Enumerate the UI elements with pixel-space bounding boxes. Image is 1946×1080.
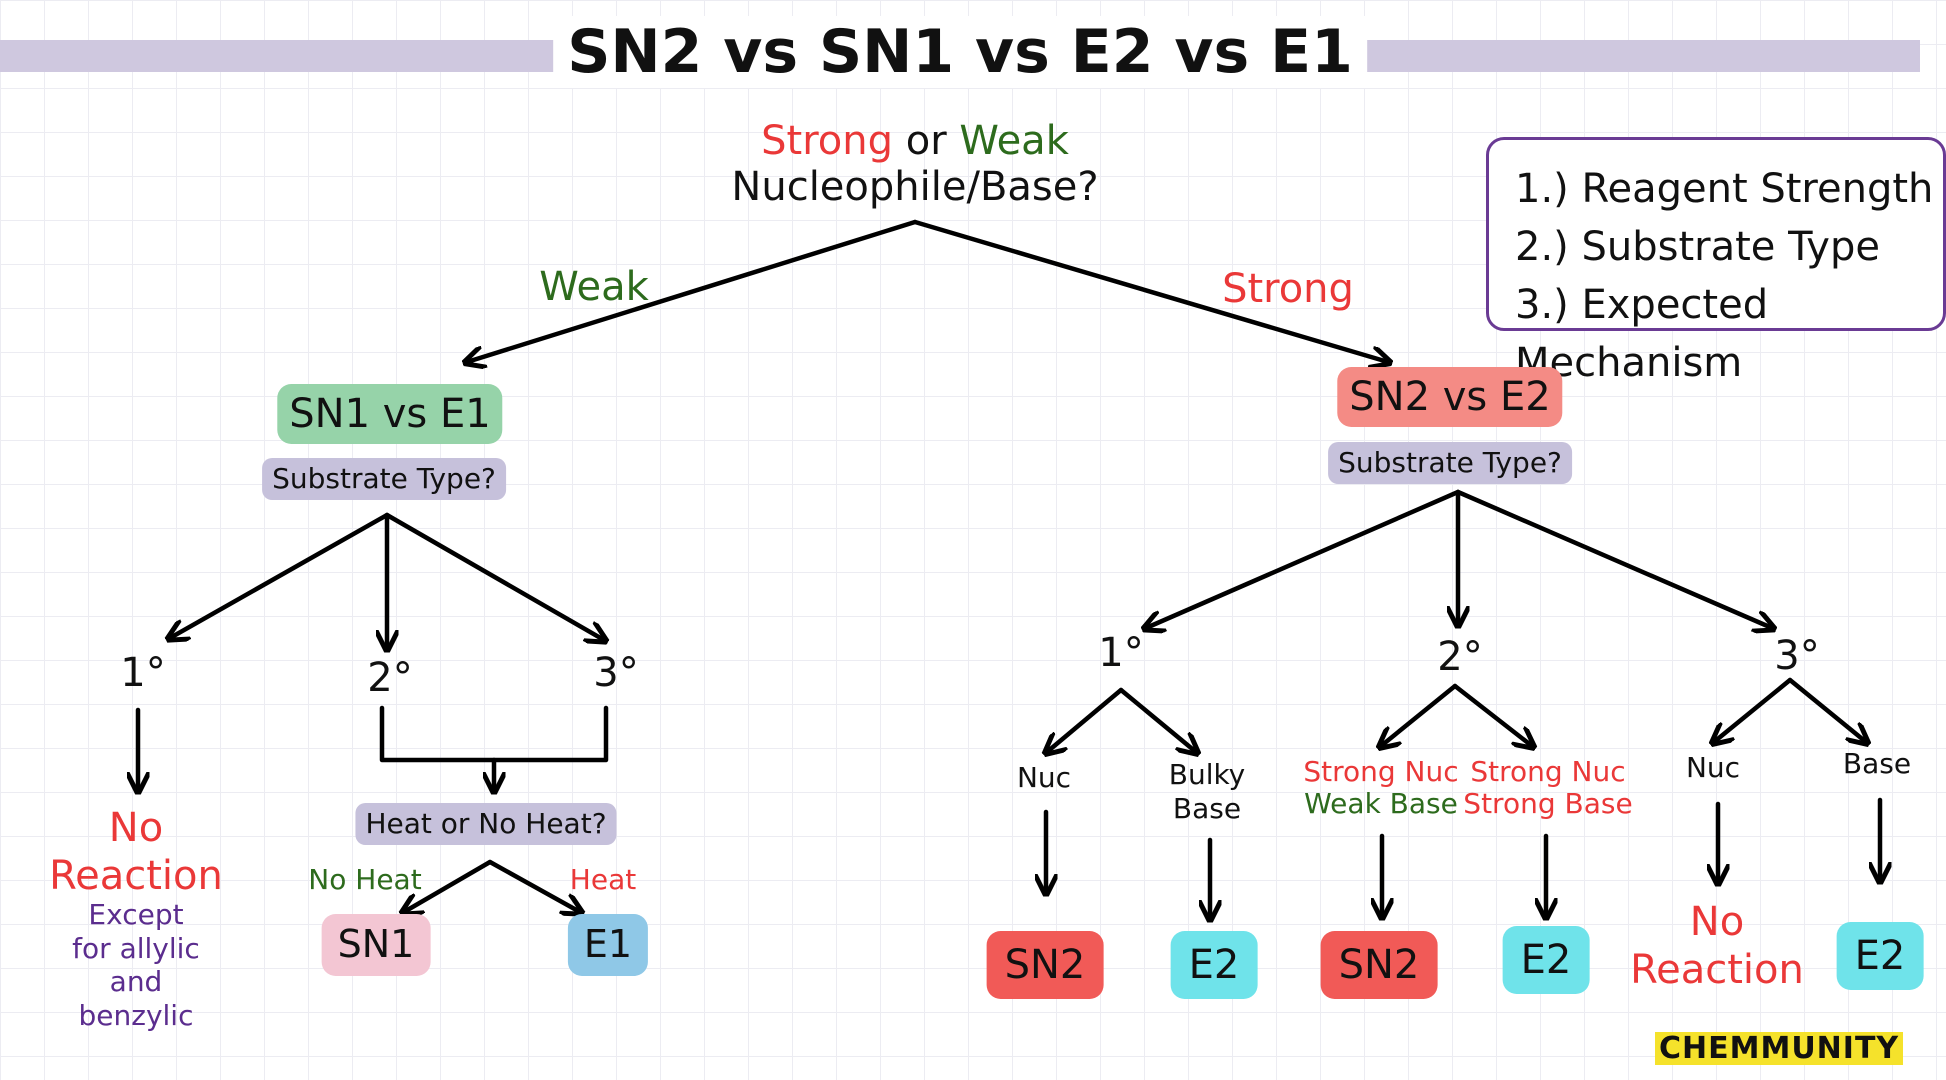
p3-nuc-label: Nuc (1685, 751, 1741, 784)
right-level-tertiary: 3° (1774, 633, 1820, 679)
left-level-tertiary: 3° (593, 650, 639, 696)
left-no-reaction: No Reaction (46, 804, 226, 900)
right-level-primary: 1° (1098, 630, 1144, 676)
p3-no-reaction: No Reaction (1627, 898, 1807, 994)
left-no-reaction-label: No Reaction (49, 805, 223, 899)
root-line2: Nucleophile/Base? (731, 164, 1099, 210)
left-exception-label: Except for allylic and benzylic (72, 898, 200, 1032)
right-level-secondary: 2° (1437, 634, 1483, 680)
p2-b1: Strong Nuc (1470, 755, 1626, 788)
p2-outcome-e2: E2 (1502, 926, 1590, 994)
root-or-label: or (893, 118, 960, 164)
legend-item: 2.) Substrate Type (1515, 224, 1880, 270)
heat-label: Heat (569, 863, 637, 896)
chemmunity-logo: CHEMMUNITY (1655, 1032, 1904, 1065)
no-heat-label: No Heat (308, 863, 422, 896)
p3-no-reaction-label: No Reaction (1630, 899, 1804, 993)
legend-item: 3.) Expected Mechanism (1515, 282, 1769, 386)
p2-b2: Strong Base (1463, 787, 1633, 821)
branch-strong-label: Strong (1222, 266, 1354, 312)
p2-outcome-sn2: SN2 (1320, 931, 1438, 999)
p1-bulky-base-label: Bulky Base (1162, 758, 1252, 825)
left-substrate-question: Substrate Type? (262, 458, 506, 500)
left-level-primary: 1° (120, 650, 166, 696)
sn2-vs-e2-header: SN2 vs E2 (1337, 367, 1563, 427)
p3-base-label: Base (1842, 747, 1912, 780)
p2-strong-nuc-weak-base: Strong Nuc Weak Base (1303, 755, 1459, 821)
p1-outcome-e2: E2 (1170, 931, 1258, 999)
p2-a-red: Strong Nuc (1303, 755, 1459, 788)
sn1-vs-e1-header: SN1 vs E1 (277, 384, 503, 444)
outcome-sn1: SN1 (321, 914, 431, 976)
p3-outcome-e2: E2 (1836, 922, 1924, 990)
legend-item: 1.) Reagent Strength (1515, 166, 1934, 212)
heat-question: Heat or No Heat? (355, 803, 617, 845)
root-strong-label: Strong (761, 118, 893, 164)
legend-box: 1.) Reagent Strength 2.) Substrate Type … (1486, 137, 1946, 386)
p2-a-green: Weak Base (1304, 787, 1458, 821)
right-substrate-question: Substrate Type? (1328, 442, 1572, 484)
root-weak-label: Weak (959, 118, 1069, 164)
left-level-secondary: 2° (367, 655, 413, 701)
p1-bulky-base-text: Bulky Base (1168, 758, 1246, 825)
branch-weak-label: Weak (539, 264, 649, 310)
left-exception-note: Except for allylic and benzylic (66, 898, 206, 1032)
outcome-e1: E1 (567, 914, 649, 976)
p2-strong-nuc-strong-base: Strong Nuc Strong Base (1463, 755, 1633, 821)
title-bar-left (0, 40, 660, 72)
root-question: Strong or Weak Nucleophile/Base? (731, 118, 1098, 210)
p1-outcome-sn2: SN2 (986, 931, 1104, 999)
p1-nuc-label: Nuc (1016, 761, 1072, 794)
title-bar-right (1262, 40, 1920, 72)
page-title: SN2 vs SN1 vs E2 vs E1 (553, 16, 1367, 88)
